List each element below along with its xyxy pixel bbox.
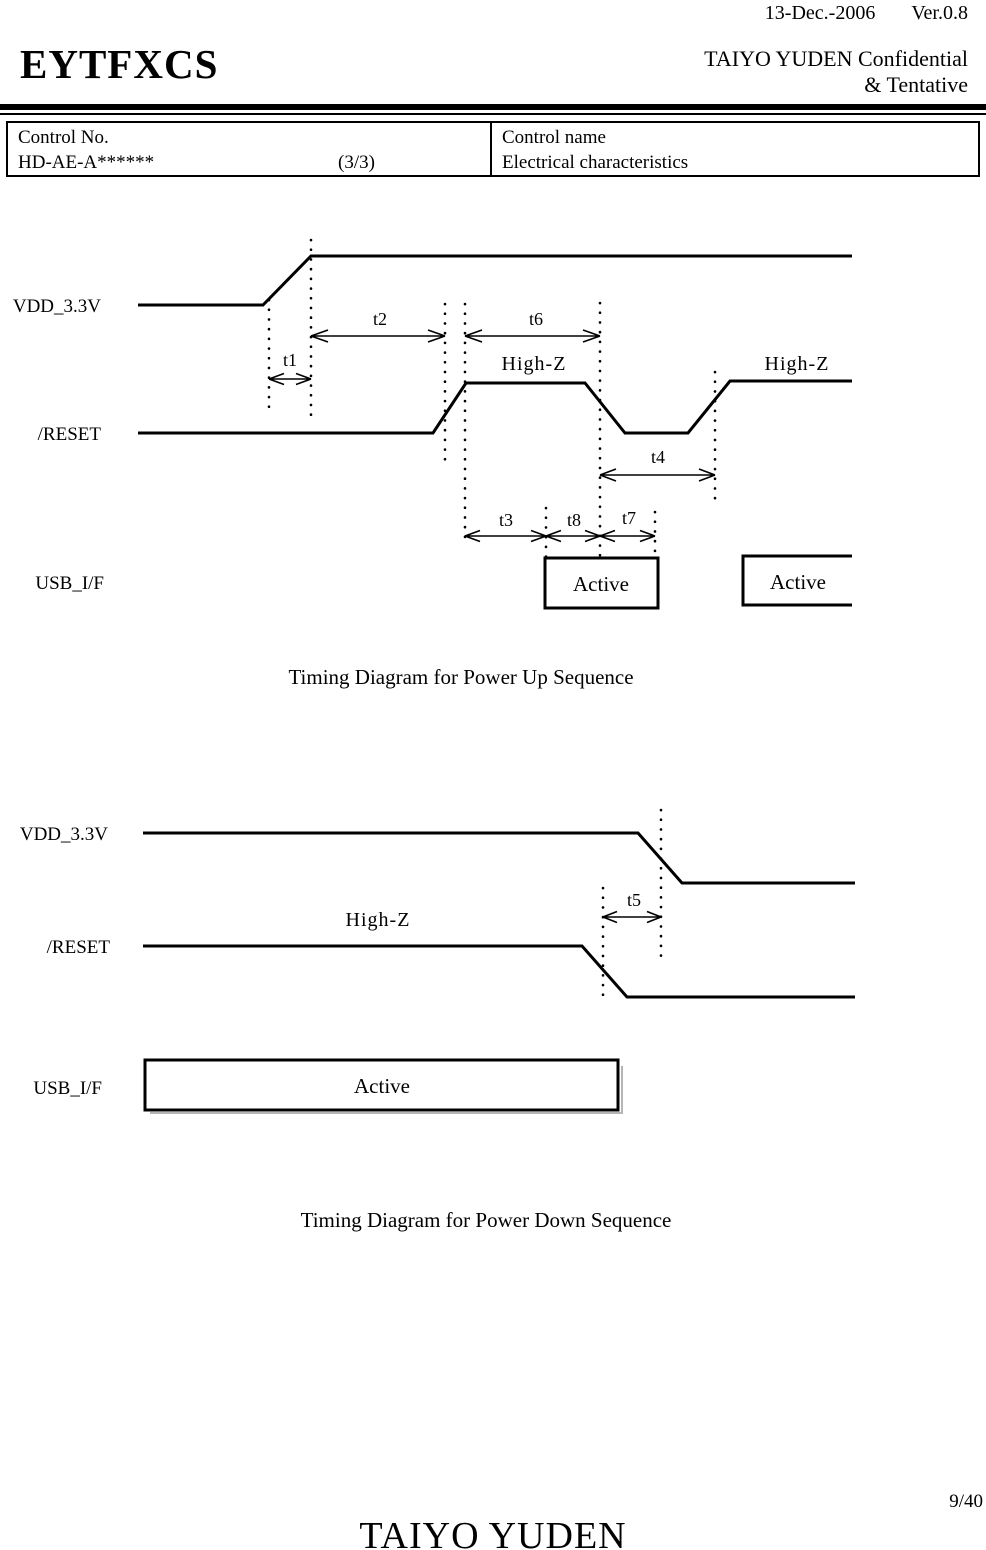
- active-box-1-label: Active: [573, 572, 629, 596]
- usb-signal-label: USB_I/F: [35, 573, 104, 594]
- header-rule-thin: [0, 113, 986, 115]
- power-down-timing-diagram: VDD_3.3V /RESET USB_I/F t5 High-Z Active…: [20, 808, 855, 1232]
- active-box-2-label: Active: [770, 570, 826, 594]
- t4-label: t4: [651, 447, 665, 467]
- t4-arrow: [599, 468, 716, 482]
- control-no-label: Control No.: [18, 127, 109, 148]
- reset-signal-label: /RESET: [38, 424, 102, 445]
- date-version-line: 13-Dec.-2006 Ver.0.8: [765, 2, 968, 25]
- product-code: EYTFXCS: [20, 41, 219, 87]
- t5-label: t5: [627, 890, 641, 910]
- usb-signal-label: USB_I/F: [33, 1078, 102, 1099]
- active-box-2: [741, 554, 852, 607]
- company-logo-text: TAIYO YUDEN: [359, 1515, 627, 1550]
- t2-arrow: [310, 329, 446, 343]
- t7-label: t7: [622, 508, 636, 528]
- control-table: Control No. HD-AE-A****** (3/3) Control …: [6, 121, 980, 177]
- reset-signal-trace: [143, 944, 855, 999]
- sheet-fraction: (3/3): [338, 152, 375, 173]
- power-up-timing-diagram: VDD_3.3V /RESET USB_I/F t1 t2 t6 t4 t3 t…: [13, 238, 852, 689]
- t2-label: t2: [373, 309, 387, 329]
- active-box: [143, 1058, 620, 1112]
- highz-label-right: High-Z: [765, 353, 830, 375]
- active-box-1: [543, 556, 660, 610]
- control-no-cell: Control No. HD-AE-A****** (3/3): [8, 123, 492, 175]
- document-date: 13-Dec.-2006: [764, 2, 876, 24]
- confidential-line1: TAIYO YUDEN Confidential: [704, 46, 968, 71]
- t6-label: t6: [529, 309, 543, 329]
- t3-arrow: [464, 529, 547, 543]
- header-rule-thick: [0, 104, 986, 110]
- control-name-label: Control name: [502, 127, 606, 148]
- t7-arrow: [599, 529, 656, 543]
- t1-label: t1: [283, 350, 297, 370]
- document-version: Ver.0.8: [911, 2, 968, 24]
- control-name-value: Electrical characteristics: [502, 152, 689, 173]
- t6-arrow: [464, 329, 601, 343]
- vdd-signal-label: VDD_3.3V: [20, 824, 108, 845]
- reset-signal-trace: [138, 379, 852, 435]
- highz-label: High-Z: [346, 909, 411, 931]
- vdd-signal-trace: [138, 254, 852, 307]
- vdd-signal-trace: [143, 831, 855, 885]
- power-down-caption: Timing Diagram for Power Down Sequence: [301, 1208, 672, 1232]
- active-box-shadow: [150, 1066, 623, 1114]
- reset-signal-label: /RESET: [47, 937, 111, 958]
- active-box-label: Active: [354, 1074, 410, 1098]
- control-name-cell: Control name Electrical characteristics: [492, 123, 978, 175]
- t5-arrow: [602, 910, 662, 924]
- t3-label: t3: [499, 510, 513, 530]
- power-up-caption: Timing Diagram for Power Up Sequence: [288, 665, 633, 689]
- t1-arrow: [268, 372, 312, 386]
- page-number: 9/40: [949, 1491, 983, 1512]
- control-no-value: HD-AE-A******: [18, 152, 155, 173]
- t8-arrow: [545, 529, 601, 543]
- vdd-signal-label: VDD_3.3V: [13, 296, 101, 317]
- highz-label-mid: High-Z: [502, 353, 567, 375]
- confidential-notice: TAIYO YUDEN Confidential & Tentative: [704, 46, 968, 98]
- t8-label: t8: [567, 510, 581, 530]
- confidential-line2: & Tentative: [864, 72, 968, 97]
